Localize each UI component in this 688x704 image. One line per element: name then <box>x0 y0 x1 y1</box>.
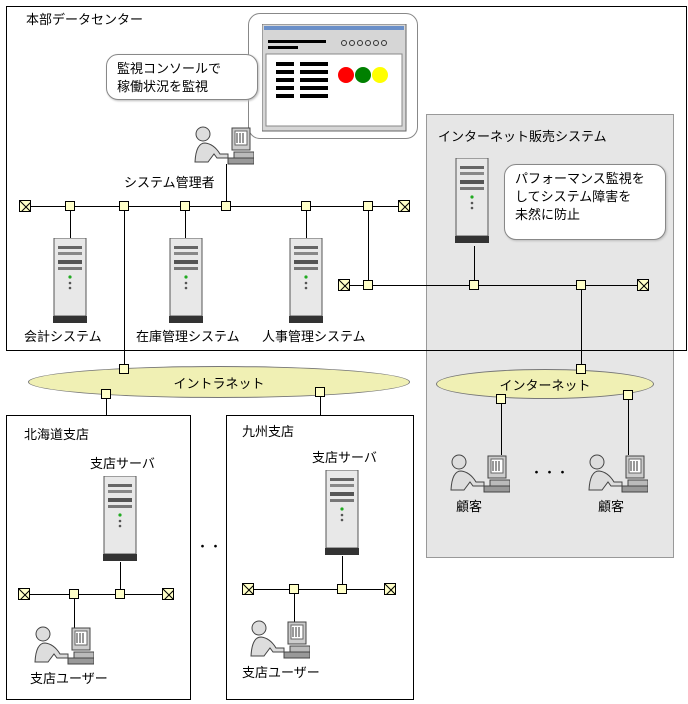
monitor-callout: 監視コンソールで 稼働状況を監視 <box>106 54 258 100</box>
intranet-cloud: イントラネット <box>28 366 410 398</box>
hokkaido-node <box>115 589 125 599</box>
monitor-callout-line2: 稼働状況を監視 <box>117 80 209 95</box>
perf-callout-line1: パフォーマンス監視を <box>515 172 645 187</box>
link <box>120 562 121 594</box>
link <box>342 556 343 589</box>
kyushu-lan-line <box>248 589 390 590</box>
server-icon <box>103 476 137 561</box>
hq-node <box>363 201 373 211</box>
hq-node <box>119 201 129 211</box>
server-icon <box>325 470 359 555</box>
hq-node <box>301 201 311 211</box>
internet-node <box>576 364 586 374</box>
link <box>106 398 107 416</box>
terminator-icon <box>19 200 31 212</box>
internet-cloud: インターネット <box>436 369 654 399</box>
inventory-system-label: 在庫管理システム <box>136 330 240 345</box>
hr-system-label: 人事管理システム <box>262 330 366 345</box>
customer-ellipsis: ・・・ <box>530 466 570 481</box>
kyushu-node <box>289 584 299 594</box>
server-icon <box>53 238 87 323</box>
hokkaido-user-label: 支店ユーザー <box>30 672 108 687</box>
hq-lan-line <box>25 206 405 207</box>
branch-ellipsis: ・・ <box>196 540 223 555</box>
terminator-icon <box>338 279 350 291</box>
server-icon <box>289 238 323 323</box>
hq-node <box>180 201 190 211</box>
server-icon <box>455 158 489 243</box>
kyushu-node <box>337 584 347 594</box>
internet-label: インターネット <box>499 378 591 394</box>
link <box>501 403 502 455</box>
pc-user-icon <box>250 620 310 659</box>
hokkaido-title: 北海道支店 <box>24 428 90 443</box>
sysadmin-label: システム管理者 <box>124 176 215 191</box>
terminator-icon <box>384 583 396 595</box>
sales-node <box>469 280 479 290</box>
link <box>226 164 227 206</box>
hq-node <box>221 201 231 211</box>
link <box>306 206 307 240</box>
terminator-icon <box>242 583 254 595</box>
perf-callout: パフォーマンス監視を してシステム障害を 未然に防止 <box>504 164 666 240</box>
hokkaido-node <box>69 589 79 599</box>
link <box>320 396 321 416</box>
hq-node <box>65 201 75 211</box>
terminator-icon <box>162 588 174 600</box>
hq-datacenter-border-overlay <box>6 6 687 351</box>
sales-lan-line <box>344 285 642 286</box>
kyushu-server-label: 支店サーバ <box>312 451 377 466</box>
link <box>474 246 475 285</box>
link <box>368 206 369 285</box>
link <box>628 399 629 455</box>
perf-callout-line2: してシステム障害を <box>515 190 632 205</box>
monitor-callout-line1: 監視コンソールで <box>117 62 222 77</box>
intranet-label: イントラネット <box>173 376 265 392</box>
customer-label: 顧客 <box>456 500 483 515</box>
terminator-icon <box>18 588 30 600</box>
kyushu-user-label: 支店ユーザー <box>242 666 320 681</box>
intranet-node <box>119 364 129 374</box>
monitor-console-icon <box>262 24 407 132</box>
link <box>124 206 125 369</box>
terminator-icon <box>398 200 410 212</box>
link <box>581 285 582 369</box>
hokkaido-lan-line <box>24 594 168 595</box>
server-icon <box>169 238 203 323</box>
perf-callout-line3: 未然に防止 <box>515 208 581 223</box>
pc-user-icon <box>450 454 510 493</box>
sales-node <box>576 280 586 290</box>
link <box>185 206 186 240</box>
internet-sales-title: インターネット販売システム <box>438 130 607 145</box>
link <box>294 589 295 625</box>
pc-user-icon <box>588 454 648 493</box>
kyushu-title: 九州支店 <box>242 425 295 440</box>
sales-node <box>363 280 373 290</box>
accounting-system-label: 会計システム <box>24 330 102 345</box>
pc-user-icon <box>34 626 94 665</box>
link <box>70 206 71 240</box>
terminator-icon <box>637 279 649 291</box>
customer-label: 顧客 <box>598 500 625 515</box>
link <box>74 594 75 630</box>
hq-title: 本部データセンター <box>26 13 144 28</box>
pc-user-icon <box>194 126 254 165</box>
hokkaido-server-label: 支店サーバ <box>90 457 155 472</box>
